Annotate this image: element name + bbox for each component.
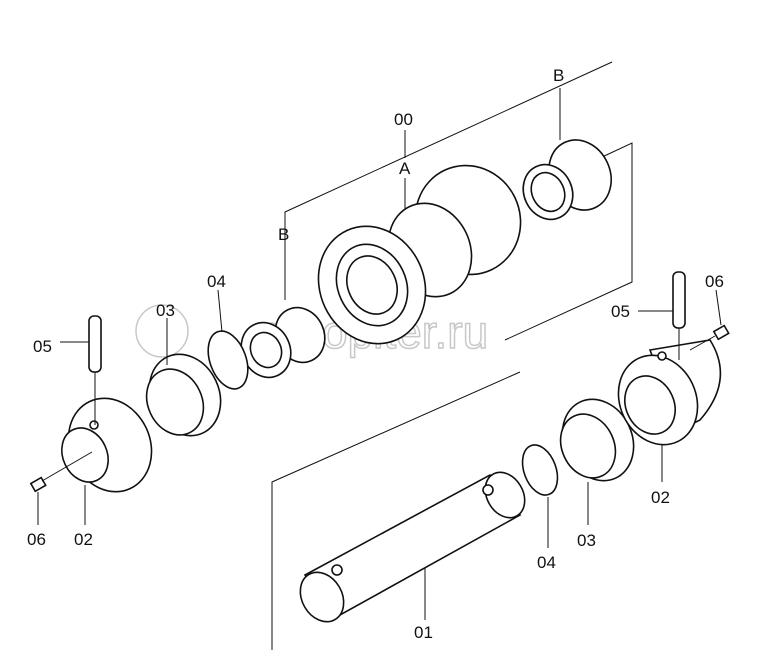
collar-right [617,339,722,446]
bushing-top [522,139,612,221]
label-oring-right: 04 [537,553,556,572]
seal-left [145,353,222,437]
label-shaft: 01 [414,623,433,642]
roller-shell [317,164,522,345]
label-oring-left: 04 [207,272,226,291]
pin-left [88,315,102,373]
seal-right [559,398,635,482]
bushing-left [240,306,326,379]
plug-right [712,324,730,341]
label-collar-left: 02 [74,530,93,549]
plug-left [29,476,47,493]
label-pin-left: 05 [33,337,52,356]
label-assembly: 00 [394,110,413,129]
label-seal-left: 03 [156,301,175,320]
label-bushing-left: B [278,225,289,244]
collar-left [61,397,153,493]
pin-right [672,271,686,329]
label-collar-right: 02 [651,488,670,507]
label-plug-right: 06 [705,272,724,291]
shaft [299,471,526,623]
label-bushing-top: B [553,66,564,85]
label-seal-right: 03 [577,531,596,550]
assembly-bracket [271,61,633,650]
label-roller-shell: A [399,159,411,178]
oring-left [207,330,249,390]
watermark-logo [135,304,189,358]
label-pin-right: 05 [611,302,630,321]
leader-lines [37,289,722,548]
label-plug-left: 06 [27,530,46,549]
oring-right [521,444,559,496]
